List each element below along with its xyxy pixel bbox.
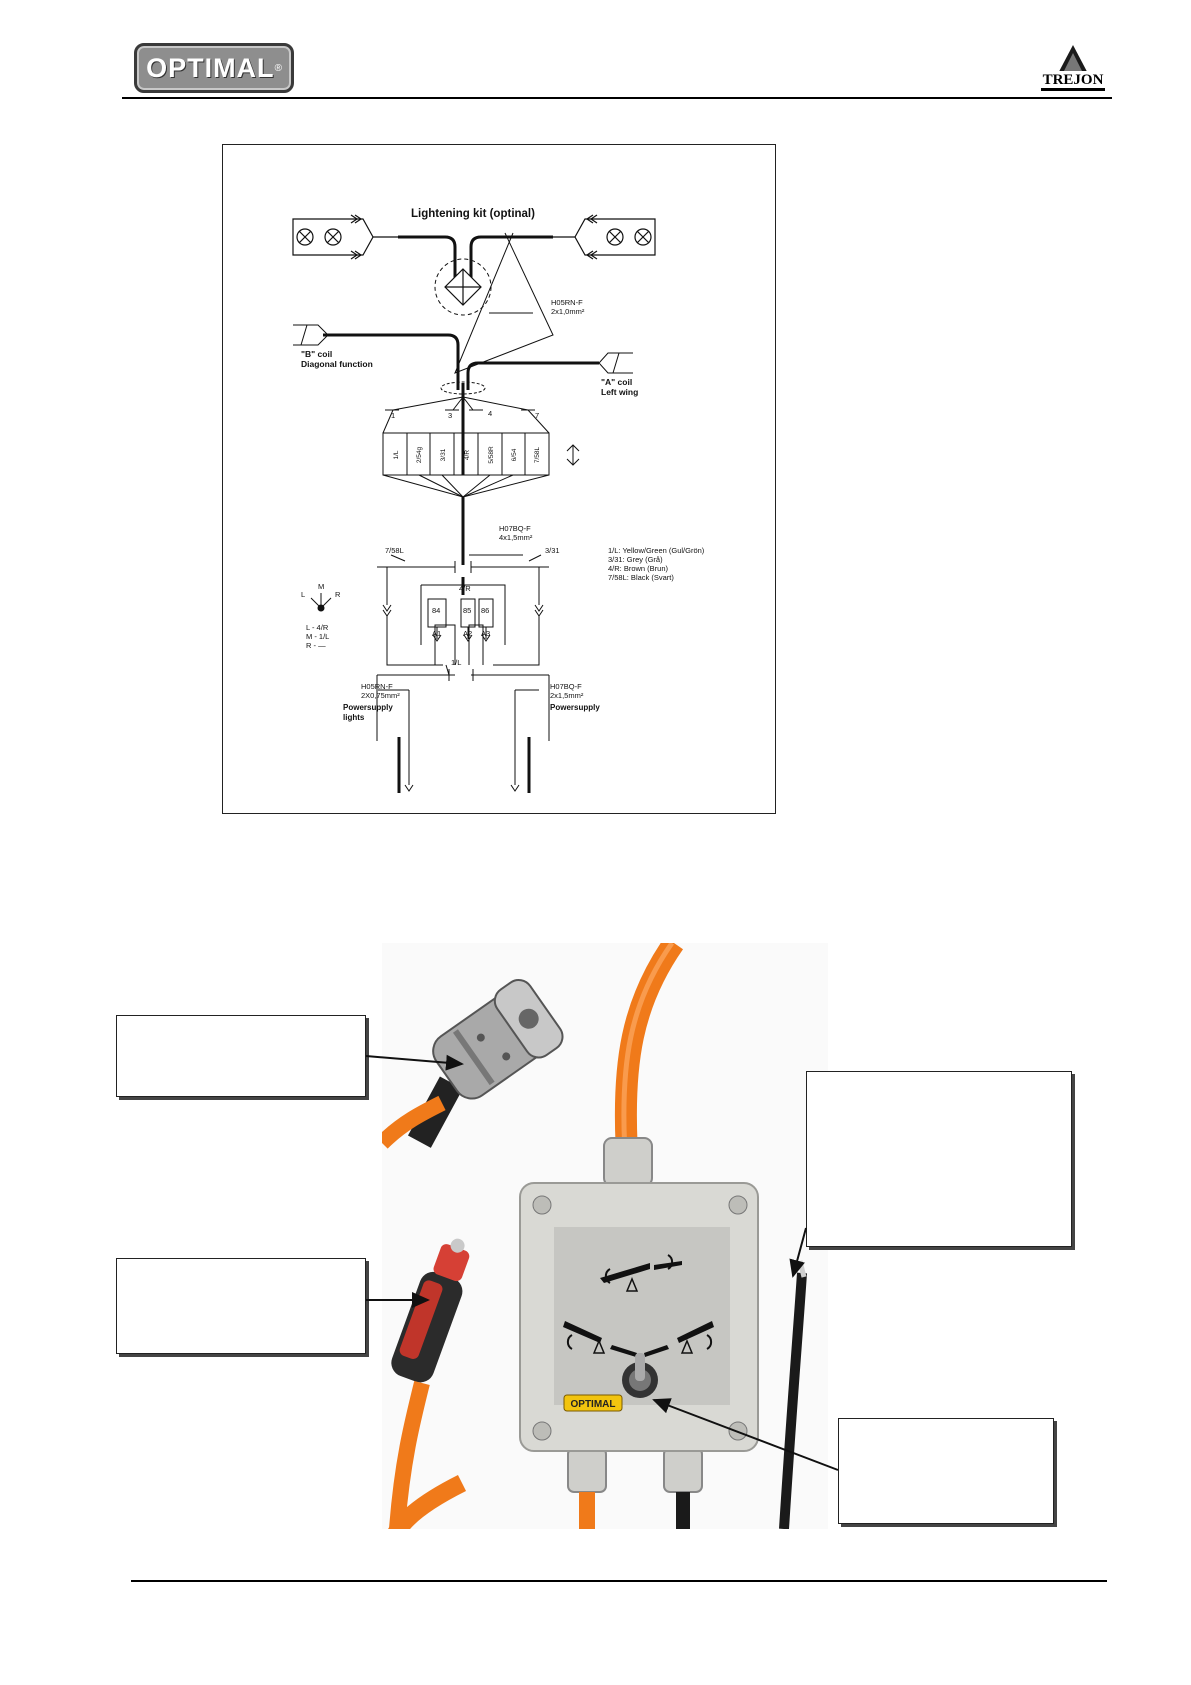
terminal-number-4: 4 [488, 409, 492, 418]
cable-top-size: 2x1,0mm² [551, 307, 585, 316]
registered-mark: ® [274, 62, 282, 74]
cable-right-purpose: Powersupply [550, 703, 600, 712]
legend-line: 3/31: Grey (Grå) [608, 555, 663, 564]
wire-label-bottom: 1/L [451, 658, 461, 667]
diagram-title: Lightening kit (optinal) [411, 208, 535, 220]
cable-left-type: H05RN-F [361, 682, 393, 691]
wire-label-left: 7/58L [385, 546, 404, 555]
footer-rule [131, 1580, 1107, 1582]
callout-cigarette-plug [116, 1258, 366, 1354]
b-coil-label: "B" coil [301, 349, 332, 359]
cable-left-purpose-2: lights [343, 713, 365, 722]
cable-left-size: 2X0,75mm² [361, 691, 400, 700]
b-coil-function: Diagonal function [301, 359, 373, 369]
legend-line: 7/58L: Black (Svart) [608, 573, 674, 582]
callout-toggle-switch [838, 1418, 1054, 1524]
optimal-logo: OPTIMAL® [134, 43, 294, 93]
wiring-diagram: Lightening kit (optinal) H05RN-F 2x1,0mm… [222, 144, 776, 814]
relay-pin: A2 [463, 629, 472, 638]
switch-key-line: L - 4/R [306, 623, 329, 632]
terminal-label: 5/58R [488, 446, 495, 464]
legend-line: 1/L: Yellow/Green (Gul/Grön) [608, 546, 705, 555]
optimal-logo-text: OPTIMAL [146, 52, 275, 83]
switch-pos-m: M [318, 582, 324, 591]
callout-trailer-plug [116, 1015, 366, 1097]
terminal-number-3: 3 [448, 411, 452, 420]
trejon-logo: TREJON [1033, 43, 1113, 95]
terminal-label: 4/R [464, 450, 471, 460]
cable-mid-size: 4x1,5mm² [499, 533, 533, 542]
relay-pin: 85 [463, 606, 471, 615]
cable-top-type: H05RN-F [551, 298, 583, 307]
terminal-label: 7/58L [534, 446, 541, 463]
cigarette-plug [391, 1238, 470, 1383]
terminal-label: 1/L [393, 450, 400, 459]
cable-left-purpose: Powersupply [343, 703, 393, 712]
switch-key-line: R - — [306, 641, 326, 650]
switch-key-line: M - 1/L [306, 632, 329, 641]
cable-right-type: H07BQ-F [550, 682, 582, 691]
a-coil-function: Left wing [601, 387, 638, 397]
wire-label-mid: 4/R [459, 584, 471, 593]
terminal-number-7: 7 [535, 411, 539, 420]
legend-line: 4/R: Brown (Brun) [608, 564, 669, 573]
wire-label-right: 3/31 [545, 546, 560, 555]
cable-right-size: 2x1,5mm² [550, 691, 584, 700]
control-box-photo: OPTIMAL [382, 943, 828, 1529]
trejon-logo-text: TREJON [1043, 72, 1104, 88]
switch-pos-l: L [301, 590, 305, 599]
relay-pin: A3 [481, 629, 490, 638]
header-rule [122, 97, 1112, 99]
switch-pos-r: R [335, 590, 341, 599]
relay-pin: 86 [481, 606, 489, 615]
cable-mid-type: H07BQ-F [499, 524, 531, 533]
terminal-number-1: 1 [391, 411, 395, 420]
relay-pin: A1 [432, 629, 441, 638]
sticker-text: OPTIMAL [571, 1399, 616, 1410]
terminal-label: 2/54g [416, 446, 423, 463]
terminal-label: 3/31 [440, 448, 447, 461]
relay-pin: 84 [432, 606, 440, 615]
terminal-label: 6/54 [511, 448, 518, 461]
callout-wire-end [806, 1071, 1072, 1247]
a-coil-label: "A" coil [601, 377, 632, 387]
